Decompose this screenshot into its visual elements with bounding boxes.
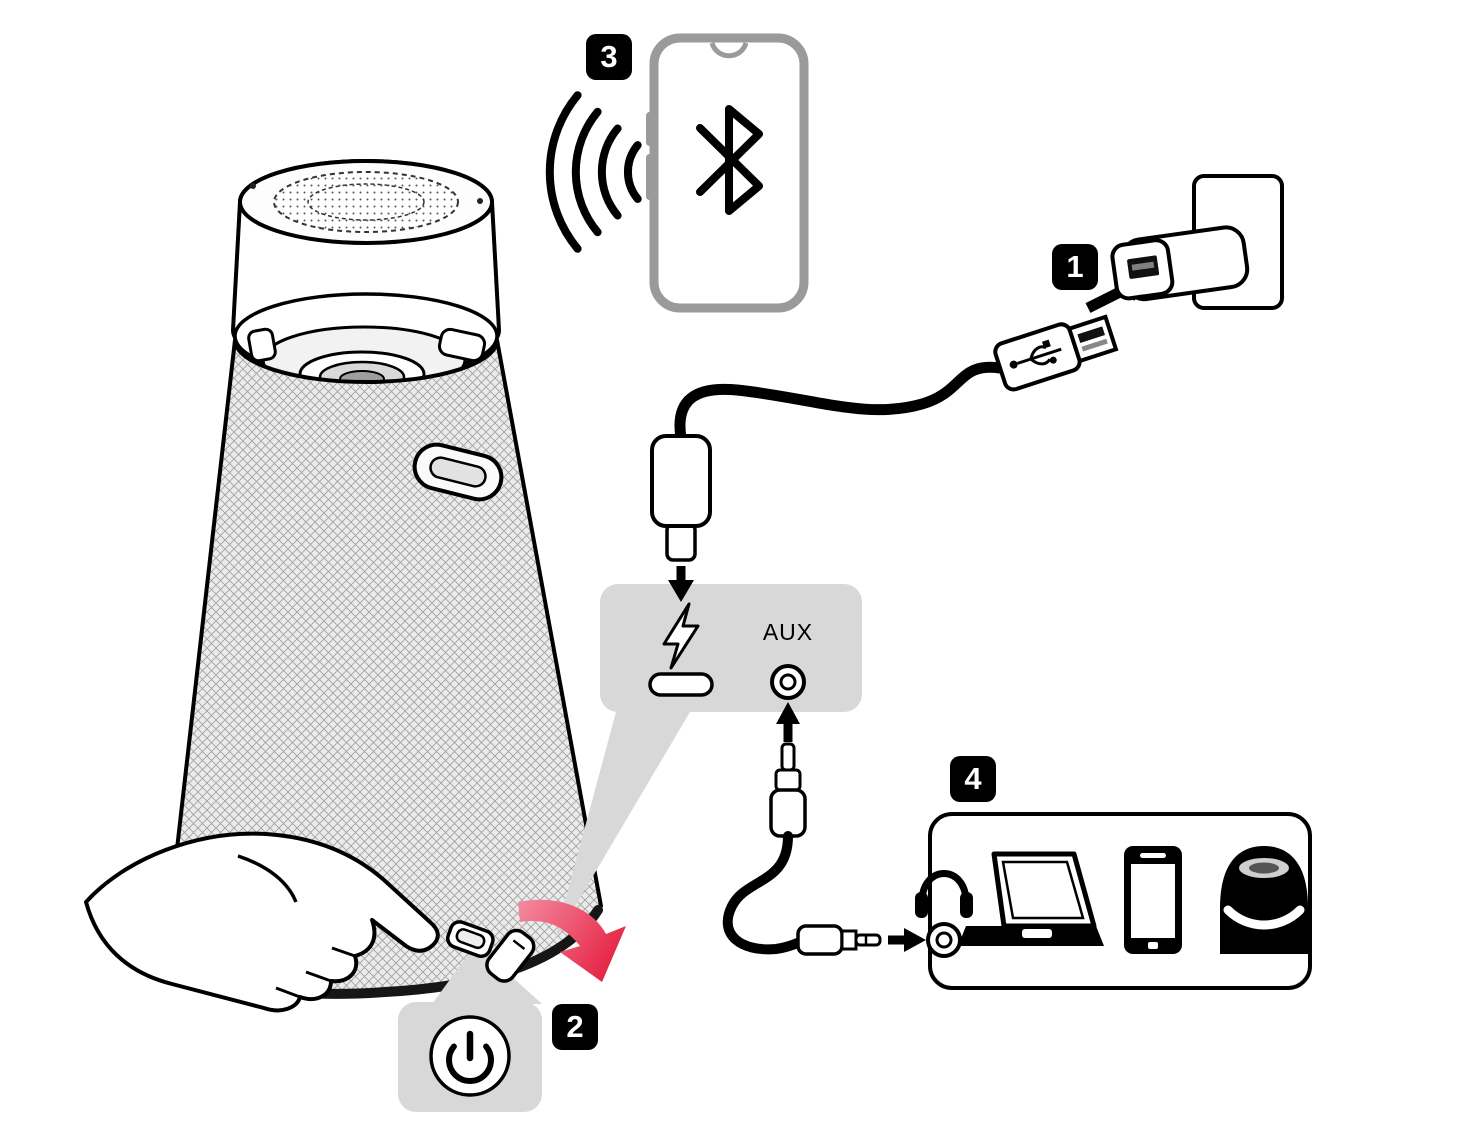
- usb-a-connector: [993, 314, 1119, 392]
- step-1-badge: 1: [1052, 244, 1098, 290]
- step-2-badge: 2: [552, 1004, 598, 1050]
- ports-panel: AUX: [600, 584, 862, 712]
- step-4-number: 4: [964, 761, 982, 796]
- smartphone-notch: [709, 41, 749, 59]
- aux-label: AUX: [763, 619, 813, 645]
- usb-c-connector-tip: [665, 522, 697, 562]
- pointing-hand: [84, 831, 440, 1013]
- lightning-icon: [662, 602, 700, 670]
- usb-charge-chain: [650, 174, 1284, 602]
- speaker-icon: [1220, 846, 1308, 954]
- speaker-top-grille-inner: [307, 183, 425, 221]
- aux-plug-vertical: [769, 742, 807, 838]
- aux-right-arrow: [888, 928, 926, 952]
- usb-cable: [674, 361, 1006, 444]
- hand-outline: [84, 831, 440, 1013]
- usb-trident-icon: [1009, 339, 1062, 369]
- devices-box: [928, 812, 1312, 990]
- port-cover: [446, 899, 626, 983]
- port-cover-flap: [485, 928, 536, 983]
- bluetooth-icon: [696, 105, 763, 215]
- smartphone-side-button-2: [646, 154, 653, 200]
- power-icon: [446, 1030, 494, 1084]
- usb-c-connector-body: [650, 434, 712, 528]
- smartphone-icon: [1124, 846, 1182, 954]
- plug-down-arrow: [668, 566, 694, 602]
- hand-finger-lines: [275, 946, 356, 999]
- aux-cable-chain: [722, 702, 973, 958]
- usb-a-tongue: [1077, 326, 1105, 343]
- step-3-badge: 3: [586, 34, 632, 80]
- signal-waves-icon: [545, 91, 642, 253]
- laptop-icon: [958, 851, 1104, 946]
- step-2-number: 2: [566, 1009, 583, 1044]
- aux-up-arrow: [776, 702, 800, 742]
- callout-wedges: [432, 712, 690, 1004]
- aux-plug-horizontal: [796, 924, 882, 956]
- speaker-top-grille: [273, 171, 459, 233]
- speaker-bowl-cutout-left: [247, 327, 277, 363]
- wall-charger-usb-tongue: [1131, 261, 1155, 271]
- port-cover-socket-slot: [455, 928, 486, 950]
- power-panel-wedge: [432, 944, 542, 1004]
- smartphone-side-button-1: [646, 112, 653, 146]
- step-badges: 1 2 3 4: [552, 34, 1098, 1050]
- usb-a-tongue2: [1081, 338, 1108, 352]
- ports-panel-wedge: [554, 712, 690, 942]
- speaker-handle-slot: [429, 456, 487, 488]
- ports-panel-background: [600, 584, 862, 712]
- usb-c-port: [648, 672, 714, 697]
- phone-bluetooth: [545, 33, 809, 313]
- aux-cable-wire: [722, 831, 805, 955]
- speaker-mic-dot-right: [477, 198, 483, 204]
- aux-input-jack-hole: [935, 931, 953, 949]
- step-4-badge: 4: [950, 756, 996, 802]
- power-panel: [398, 1002, 542, 1112]
- aux-jack-hole: [779, 673, 797, 691]
- usb-a-tip: [1066, 314, 1119, 364]
- speaker-handle: [412, 442, 504, 502]
- step-3-number: 3: [600, 39, 617, 74]
- wall-charger: [1110, 225, 1250, 302]
- step-1-number: 1: [1066, 249, 1083, 284]
- port-cover-flap-line: [512, 939, 526, 951]
- speaker-bowl-cutout-right: [437, 327, 487, 363]
- open-cover-arrow: [518, 899, 626, 982]
- speaker-illustration: [166, 159, 603, 999]
- hand-thumb-line: [237, 854, 298, 903]
- headphones-icon: [915, 870, 973, 918]
- speaker-mic-dot-left: [250, 183, 256, 189]
